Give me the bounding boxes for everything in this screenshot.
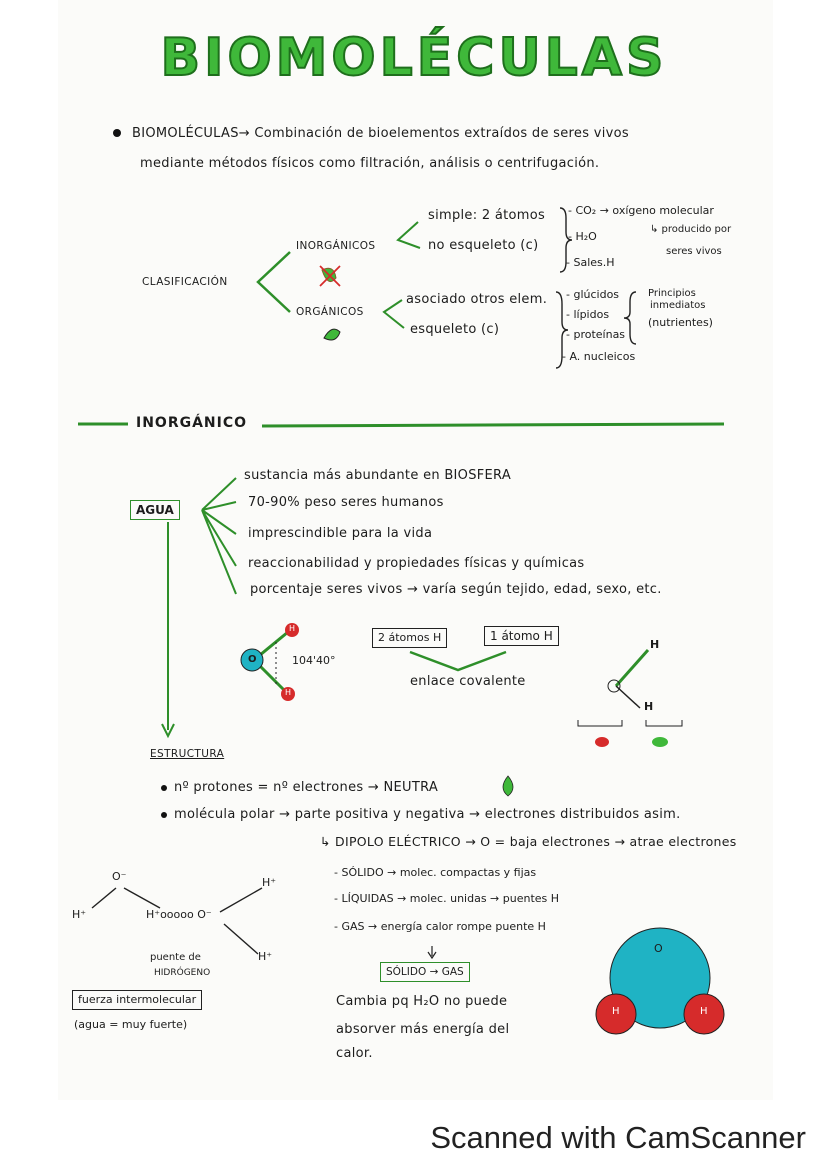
big-molecule-o: O bbox=[654, 942, 663, 955]
inorganic-list-item: - H₂O bbox=[568, 230, 597, 243]
structure-dipole: ↳ DIPOLO ELÉCTRICO → O = baja electrones… bbox=[320, 834, 737, 849]
h-dots-label: H⁺ooooo O⁻ bbox=[146, 908, 212, 921]
organic-list-item: - glúcidos bbox=[566, 288, 620, 301]
covalent-label: enlace covalente bbox=[410, 674, 526, 689]
state-item: - GAS → energía calor rompe puente H bbox=[334, 920, 546, 933]
water-fact: sustancia más abundante en BIOSFERA bbox=[244, 468, 512, 483]
water-fact: 70-90% peso seres humanos bbox=[248, 495, 444, 510]
explanation-line: absorver más energía del bbox=[336, 1022, 510, 1037]
state-item: - LÍQUIDAS → molec. unidas → puentes H bbox=[334, 892, 560, 905]
two-atoms-box: 2 átomos H bbox=[372, 628, 448, 648]
bridge-label: puente de bbox=[150, 952, 201, 963]
structure-protons: nº protones = nº electrones → NEUTRA bbox=[174, 780, 439, 795]
organic-associated: asociado otros elem. bbox=[406, 292, 548, 307]
force-box: fuerza intermolecular bbox=[72, 990, 203, 1010]
transition-box: SÓLIDO → GAS bbox=[380, 962, 470, 982]
section-title-inorganic: INORGÁNICO bbox=[136, 415, 248, 431]
organic-label: ORGÁNICOS bbox=[296, 306, 364, 318]
page-title: BIOMOLÉCULAS bbox=[159, 27, 668, 89]
definition-line-1: BIOMOLÉCULAS→ Combinación de bioelemento… bbox=[132, 126, 629, 141]
produced-note: seres vivos bbox=[666, 246, 722, 257]
h-label: H bbox=[650, 638, 660, 651]
big-molecule-h: H bbox=[700, 1006, 708, 1017]
organic-list-item: - A. nucleicos bbox=[562, 350, 636, 363]
water-fact: imprescindible para la vida bbox=[248, 526, 433, 541]
principles-note: inmediatos bbox=[650, 300, 706, 311]
inorganic-no-skeleton: no esqueleto (c) bbox=[428, 238, 539, 253]
classification-label: CLASIFICACIÓN bbox=[142, 276, 228, 288]
molecule-h: H bbox=[285, 688, 292, 697]
bridge-label: HIDRÓGENO bbox=[154, 968, 211, 978]
o-minus-label: O⁻ bbox=[112, 870, 127, 883]
principles-note: Principios bbox=[648, 288, 696, 299]
molecule-h: H bbox=[289, 624, 296, 633]
inorganic-list-item: - Sales.H bbox=[566, 256, 615, 269]
molecule-o: O bbox=[248, 654, 257, 665]
h-plus-label: H⁺ bbox=[258, 950, 273, 963]
h-plus-label: H⁺ bbox=[262, 876, 277, 889]
definition-line-2: mediante métodos físicos como filtración… bbox=[140, 156, 600, 171]
principles-note: (nutrientes) bbox=[648, 316, 713, 329]
h-label: H bbox=[644, 700, 654, 713]
big-molecule-h: H bbox=[612, 1006, 620, 1017]
organic-skeleton: esqueleto (c) bbox=[410, 322, 500, 337]
organic-list-item: - lípidos bbox=[566, 308, 610, 321]
explanation-line: calor. bbox=[336, 1046, 373, 1061]
inorganic-label: INORGÁNICOS bbox=[296, 240, 376, 252]
one-atom-box: 1 átomo H bbox=[484, 626, 559, 646]
structure-title: ESTRUCTURA bbox=[150, 748, 225, 760]
structure-polar: molécula polar → parte positiva y negati… bbox=[174, 807, 681, 822]
inorganic-list-item: - CO₂ → oxígeno molecular bbox=[568, 204, 714, 217]
produced-note: ↳ producido por bbox=[650, 224, 732, 235]
water-fact: reaccionabilidad y propiedades físicas y… bbox=[248, 556, 585, 571]
force-note: (agua = muy fuerte) bbox=[74, 1018, 188, 1031]
notebook-page bbox=[58, 0, 773, 1100]
organic-list-item: - proteínas bbox=[566, 328, 626, 341]
explanation-line: Cambia pq H₂O no puede bbox=[336, 994, 508, 1009]
molecule-angle: 104'40° bbox=[292, 654, 336, 667]
h-plus-label: H⁺ bbox=[72, 908, 87, 921]
state-item: - SÓLIDO → molec. compactas y fijas bbox=[334, 866, 537, 879]
scanner-watermark: Scanned with CamScanner bbox=[430, 1120, 806, 1155]
inorganic-simple: simple: 2 átomos bbox=[428, 208, 546, 223]
water-box: AGUA bbox=[130, 500, 180, 520]
water-fact: porcentaje seres vivos → varía según tej… bbox=[250, 582, 662, 597]
